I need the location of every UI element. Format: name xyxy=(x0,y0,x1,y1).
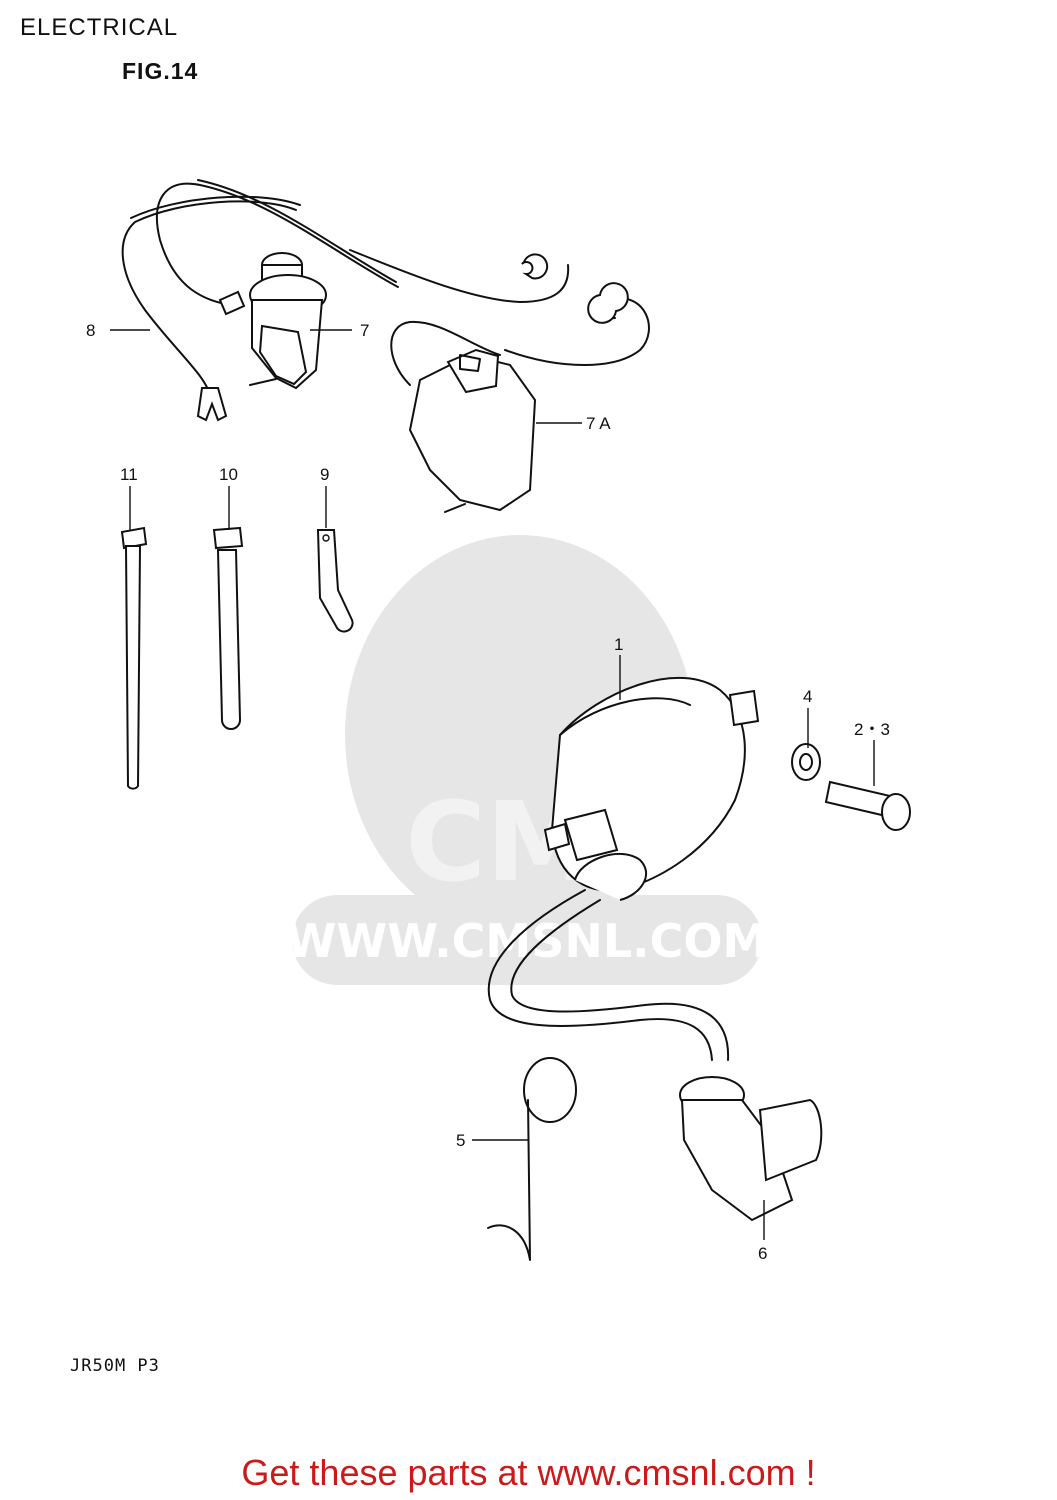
callout-6: 6 xyxy=(758,1244,767,1263)
part-2-3-screw xyxy=(824,780,911,831)
callout-4: 4 xyxy=(803,687,812,706)
part-10-band-tie xyxy=(212,526,244,730)
callout-1: 1 xyxy=(614,635,623,654)
callout-11: 11 xyxy=(120,465,138,484)
cta-link[interactable]: Get these parts at www.cmsnl.com ! xyxy=(241,1452,816,1493)
callout-9: 9 xyxy=(320,465,329,484)
part-7a-switch-housing xyxy=(390,282,650,513)
part-11-long-tie xyxy=(120,526,148,790)
model-code: JR50M P3 xyxy=(70,1356,160,1376)
callout-5: 5 xyxy=(456,1131,465,1150)
callout-7a: 7 A xyxy=(586,414,611,433)
callouts: 8 7 7 A 11 10 9 1 4 2・3 5 6 xyxy=(86,321,890,1263)
part-7-switch xyxy=(218,252,327,390)
callout-2-3: 2・3 xyxy=(854,720,890,739)
callout-7: 7 xyxy=(360,321,369,340)
watermark: WWW.CMSNL.COM CMS xyxy=(286,535,769,985)
section-title: ELECTRICAL xyxy=(20,14,179,41)
part-1-ignition-coil xyxy=(487,676,760,1061)
part-4-washer xyxy=(791,743,821,781)
leader-lines xyxy=(110,329,875,1240)
callout-10: 10 xyxy=(219,465,238,484)
part-6-plug-cap xyxy=(679,1076,823,1222)
part-9-clamp xyxy=(316,529,354,633)
callout-8: 8 xyxy=(86,321,95,340)
part-8-wire-harness xyxy=(121,179,570,422)
watermark-banner xyxy=(292,895,762,985)
watermark-text: WWW.CMSNL.COM xyxy=(286,914,769,968)
figure-label: FIG.14 xyxy=(122,58,199,84)
part-5-spring xyxy=(487,1057,577,1261)
